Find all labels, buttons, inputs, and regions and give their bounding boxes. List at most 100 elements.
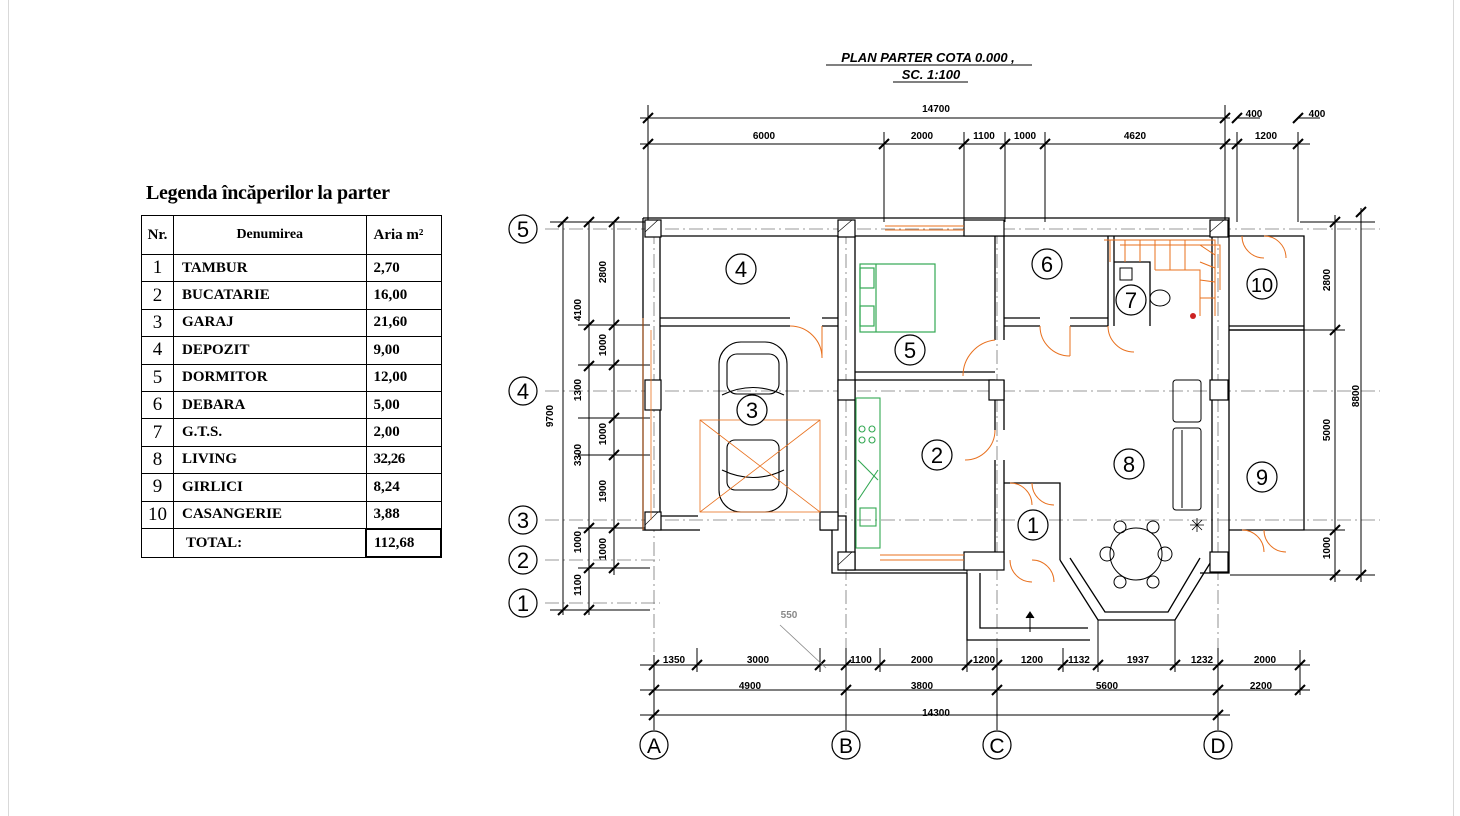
staircase	[1104, 239, 1216, 316]
bed-icon	[859, 263, 936, 333]
legend-row: 7 G.T.S. 2,00	[141, 418, 442, 447]
row-nr: 10	[141, 500, 174, 530]
dim-note-550: 550	[781, 610, 798, 621]
kitchen-counter-icon	[855, 397, 881, 549]
row-area: 2,70	[365, 253, 442, 283]
dim-left-inner: 1000	[598, 537, 609, 560]
legend-row: 5 DORMITOR 12,00	[141, 363, 442, 392]
room-number: 5	[904, 338, 916, 363]
dim-left-outer: 9700	[545, 404, 556, 427]
top-dimensions	[640, 105, 1320, 232]
toilet-icon	[1119, 267, 1171, 307]
header-nr: Nr.	[141, 215, 174, 255]
dim-left-inner: 1000	[598, 333, 609, 356]
dim-left-inner: 1900	[598, 479, 609, 502]
dim-bottom: 1937	[1127, 655, 1150, 666]
axis-label: 4	[517, 379, 529, 404]
row-name: DEPOZIT	[173, 336, 367, 365]
row-name: GARAJ	[173, 308, 367, 338]
total-area: 112,68	[365, 527, 442, 559]
dim-left-mid: 3300	[573, 443, 584, 466]
dim-left-mid: 1300	[573, 378, 584, 401]
axis-label: D	[1210, 735, 1225, 758]
dim-top-seg: 4620	[1124, 131, 1147, 142]
row-name: CASANGERIE	[173, 500, 367, 530]
bottom-dimensions	[640, 570, 1310, 730]
dim-right-outer: 8800	[1351, 384, 1362, 407]
row-area: 21,60	[365, 308, 442, 338]
dim-left-mid: 1000	[573, 530, 584, 553]
plan-scale: SC. 1:100	[902, 67, 961, 82]
row-area: 12,00	[365, 363, 442, 392]
room-legend-table: Nr. Denumirea Aria m² 1 TAMBUR 2,70 2 BU…	[141, 215, 442, 559]
row-nr: 1	[141, 253, 174, 283]
axis-label: A	[647, 735, 661, 758]
wall-columns	[644, 219, 1229, 573]
dim-bottom: 2000	[911, 655, 934, 666]
room-number: 7	[1125, 288, 1137, 313]
legend-total-row: TOTAL: 112,68	[141, 527, 442, 559]
dim-top-seg: 1200	[1255, 131, 1278, 142]
room-number: 3	[746, 398, 758, 423]
room-markers	[725, 248, 1278, 541]
entrance-arrow-icon	[1025, 611, 1035, 632]
row-nr: 9	[141, 473, 174, 502]
dining-table-icon	[1099, 520, 1173, 589]
dim-bottom: 5600	[1096, 681, 1119, 692]
dim-top-400: 400	[1309, 109, 1326, 120]
dim-bottom: 1100	[850, 655, 872, 666]
plan-title: PLAN PARTER COTA 0.000 ,	[841, 50, 1015, 65]
row-name: DEBARA	[173, 390, 367, 420]
row-name: GIRLICI	[173, 473, 367, 502]
dim-left-inner: 1000	[598, 422, 609, 445]
dim-right-inner: 5000	[1322, 418, 1333, 441]
axis-label: B	[839, 735, 853, 758]
dim-bottom: 2200	[1250, 681, 1273, 692]
legend-header-row: Nr. Denumirea Aria m²	[141, 215, 442, 255]
dim-left-mid: 4100	[573, 298, 584, 321]
left-dimensions	[550, 216, 650, 616]
dim-top-overall: 14700	[922, 104, 950, 115]
total-label: TOTAL:	[173, 528, 367, 558]
dim-top-400: 400	[1246, 109, 1263, 120]
legend-title: Legenda încăperilor la parter	[146, 182, 390, 204]
row-nr: 5	[141, 363, 174, 392]
row-nr: 3	[141, 308, 174, 338]
axis-gridlines	[545, 228, 1380, 730]
dim-right-inner: 1000	[1322, 536, 1333, 559]
sofa-icon	[1172, 379, 1202, 511]
garage-lines	[699, 419, 821, 513]
dim-bottom: 3000	[747, 655, 770, 666]
legend-row: 9 GIRLICI 8,24	[141, 473, 442, 502]
dim-bottom: 1232	[1191, 655, 1214, 666]
header-name: Denumirea	[173, 215, 367, 255]
dim-bottom: 3800	[911, 681, 934, 692]
row-axis-markers	[508, 214, 538, 618]
legend-row: 6 DEBARA 5,00	[141, 390, 442, 420]
header-area: Aria m²	[365, 215, 442, 255]
dim-bottom: 4900	[739, 681, 762, 692]
row-name: TAMBUR	[173, 253, 367, 283]
plant-icon	[1190, 518, 1204, 532]
room-number: 8	[1123, 452, 1135, 477]
total-nr-empty	[141, 528, 174, 558]
axis-label: 2	[517, 548, 529, 573]
legend-row: 1 TAMBUR 2,70	[141, 253, 442, 283]
stair-marker	[1190, 313, 1196, 319]
axis-label: 3	[517, 508, 529, 533]
row-area: 8,24	[365, 473, 442, 502]
room-number: 1	[1027, 513, 1039, 538]
page-frame	[8, 0, 1454, 816]
dim-bottom: 1200	[1021, 655, 1044, 666]
legend-row: 3 GARAJ 21,60	[141, 308, 442, 338]
dim-left-mid: 1100	[573, 574, 584, 596]
dim-top-seg: 1100	[973, 131, 995, 142]
dim-bottom: 1350	[663, 655, 686, 666]
axis-label: C	[989, 735, 1004, 758]
room-number: 10	[1251, 275, 1273, 297]
room-number: 9	[1256, 465, 1268, 490]
legend-row: 4 DEPOZIT 9,00	[141, 336, 442, 365]
dim-bottom: 2000	[1254, 655, 1277, 666]
room-number: 2	[931, 443, 943, 468]
